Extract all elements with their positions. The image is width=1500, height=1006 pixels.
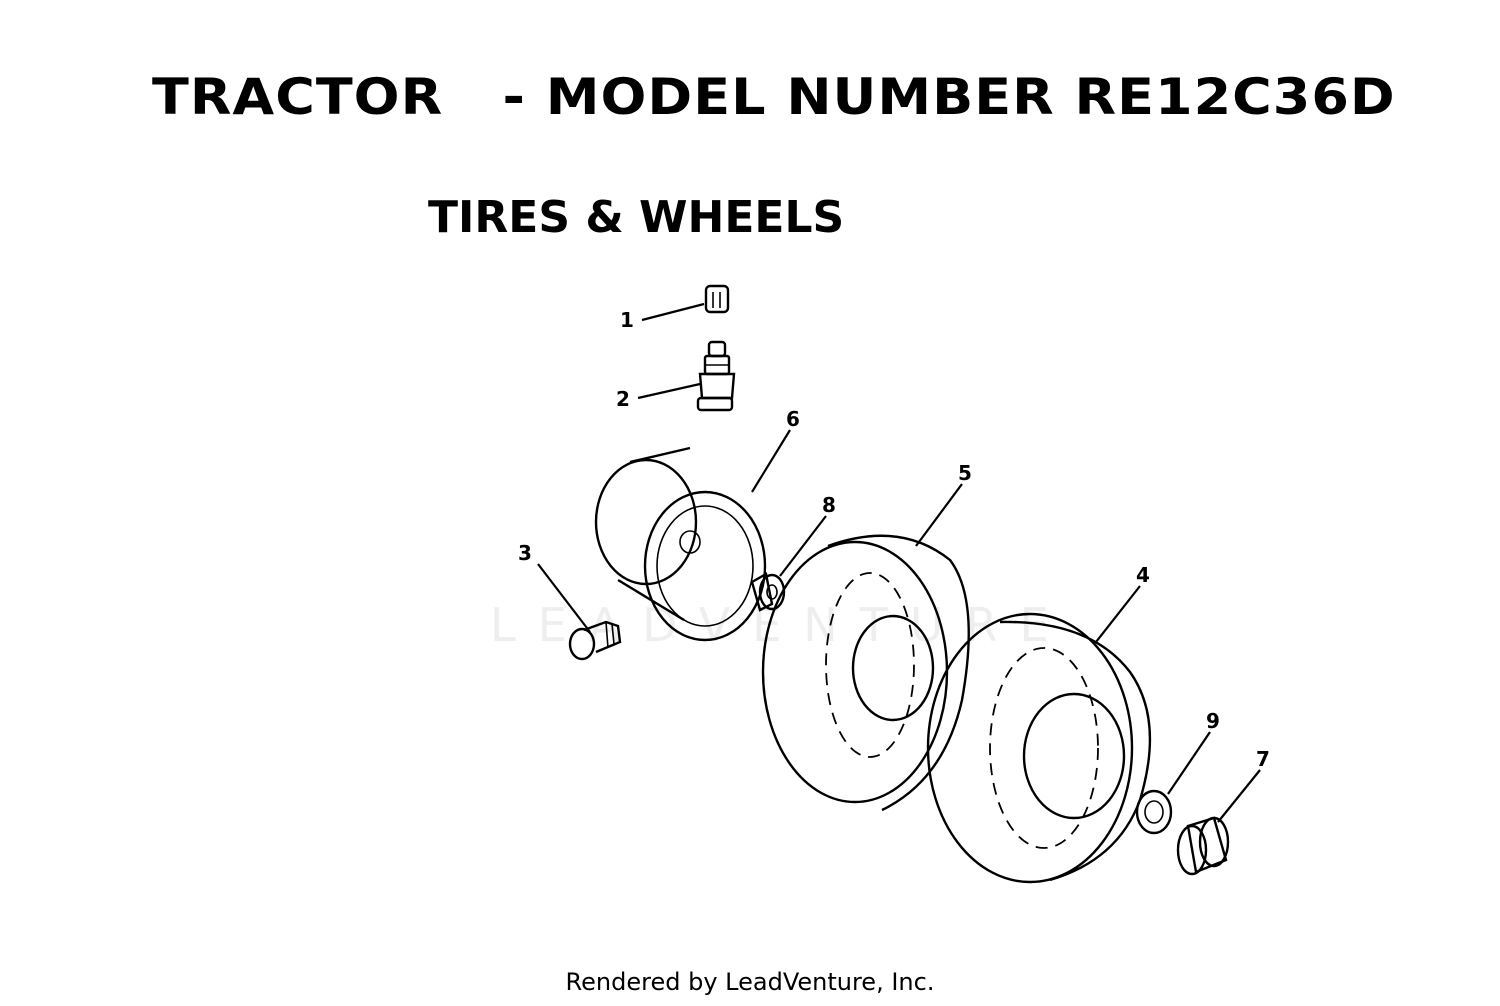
part-9-washer[interactable]: [1135, 789, 1173, 835]
page-title: TRACTOR - MODEL NUMBER RE12C36D: [152, 68, 1396, 126]
callout-5: 5: [958, 461, 972, 485]
leader-1: [641, 302, 705, 322]
part-6-rim[interactable]: [594, 446, 767, 642]
part-1-valve-cap[interactable]: [704, 284, 730, 314]
part-4-tire-rear[interactable]: [926, 612, 1152, 884]
leader-8: [779, 515, 827, 577]
part-7-hub-cap[interactable]: [1176, 816, 1230, 876]
leader-6: [751, 429, 791, 493]
callout-2: 2: [616, 387, 630, 411]
callout-8: 8: [822, 493, 836, 517]
part-3-bolt[interactable]: [568, 620, 622, 661]
leader-7: [1217, 769, 1261, 823]
callout-1: 1: [620, 308, 634, 332]
leader-3: [537, 563, 591, 633]
part-8-bushing[interactable]: [750, 572, 786, 612]
leader-2: [637, 382, 701, 400]
section-title: TIRES & WHEELS: [428, 192, 845, 243]
callout-7: 7: [1256, 747, 1270, 771]
leader-9: [1167, 731, 1211, 795]
callout-6: 6: [786, 407, 800, 431]
callout-9: 9: [1206, 709, 1220, 733]
leader-4: [1095, 585, 1141, 643]
part-5-tire-front[interactable]: [761, 534, 970, 812]
footer-credit: Rendered by LeadVenture, Inc.: [565, 968, 935, 996]
callout-4: 4: [1136, 563, 1150, 587]
part-2-valve-stem[interactable]: [696, 340, 736, 412]
callout-3: 3: [518, 541, 532, 565]
leader-5: [915, 483, 963, 547]
